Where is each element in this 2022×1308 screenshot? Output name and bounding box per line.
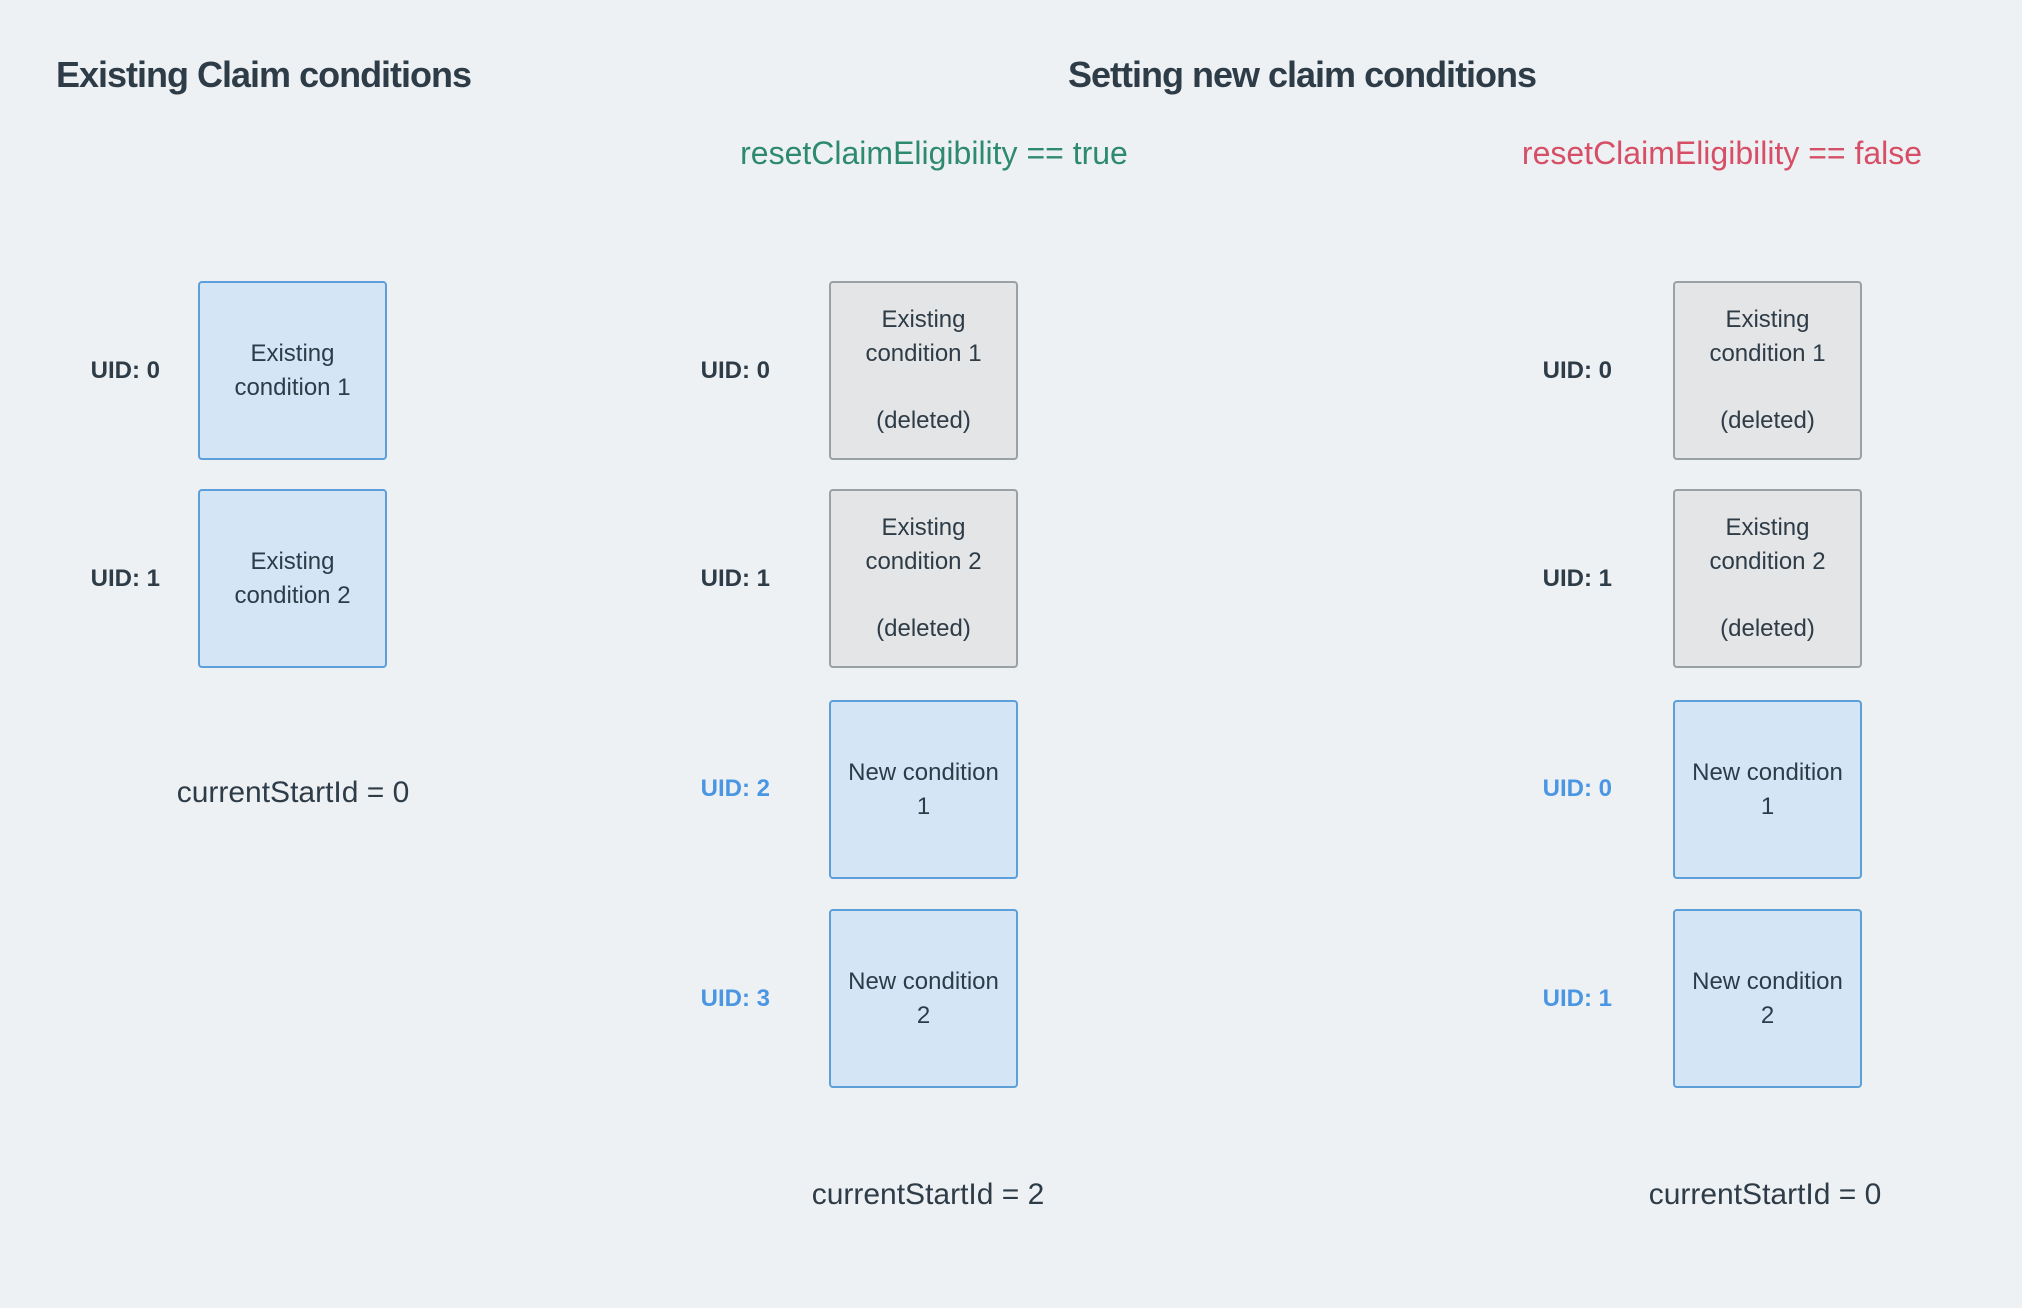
uid-label: UID: 0 <box>700 357 770 384</box>
condition-label: New condition 1 <box>848 758 999 820</box>
condition-label: Existing condition 1 <box>234 339 351 401</box>
condition-box: New condition 2 <box>1673 909 1862 1088</box>
uid-label: UID: 1 <box>1542 565 1612 592</box>
uid-label-new: UID: 0 <box>1542 775 1612 802</box>
current-start-id-label: currentStartId = 2 <box>811 1178 1045 1211</box>
condition-status: (deleted) <box>1720 407 1815 434</box>
condition-box: Existing condition 1 <box>198 281 387 460</box>
condition-box: Existing condition 1 (deleted) <box>1673 281 1862 460</box>
condition-label: Existing condition 2 <box>1709 514 1826 575</box>
condition-status: (deleted) <box>1720 615 1815 642</box>
existing-claim-conditions-title: Existing Claim conditions <box>56 54 472 95</box>
uid-label: UID: 0 <box>1542 357 1612 384</box>
condition-box: New condition 1 <box>829 700 1018 879</box>
setting-new-claim-conditions-title: Setting new claim conditions <box>1068 54 1537 95</box>
condition-label: New condition 1 <box>1692 758 1843 820</box>
current-start-id-label: currentStartId = 0 <box>1648 1178 1882 1211</box>
condition-label: Existing condition 2 <box>234 547 351 609</box>
uid-label-new: UID: 2 <box>700 775 770 802</box>
condition-label: Existing condition 2 <box>865 514 982 575</box>
condition-box: Existing condition 2 <box>198 489 387 668</box>
current-start-id-label: currentStartId = 0 <box>176 776 410 809</box>
uid-label: UID: 1 <box>90 565 160 592</box>
branch-label-reset-false: resetClaimEligibility == false <box>1521 135 1923 171</box>
condition-label: Existing condition 1 <box>865 306 982 367</box>
condition-box: New condition 2 <box>829 909 1018 1088</box>
uid-label: UID: 0 <box>90 357 160 384</box>
condition-box: Existing condition 2 (deleted) <box>1673 489 1862 668</box>
branch-label-reset-true: resetClaimEligibility == true <box>740 135 1128 171</box>
uid-label-new: UID: 3 <box>700 985 770 1012</box>
condition-label: Existing condition 1 <box>1709 306 1826 367</box>
uid-label: UID: 1 <box>700 565 770 592</box>
uid-label-new: UID: 1 <box>1542 985 1612 1012</box>
condition-box: Existing condition 2 (deleted) <box>829 489 1018 668</box>
condition-label: New condition 2 <box>1692 967 1843 1029</box>
condition-box: New condition 1 <box>1673 700 1862 879</box>
condition-box: Existing condition 1 (deleted) <box>829 281 1018 460</box>
condition-label: New condition 2 <box>848 967 999 1029</box>
condition-status: (deleted) <box>876 615 971 642</box>
condition-status: (deleted) <box>876 407 971 434</box>
